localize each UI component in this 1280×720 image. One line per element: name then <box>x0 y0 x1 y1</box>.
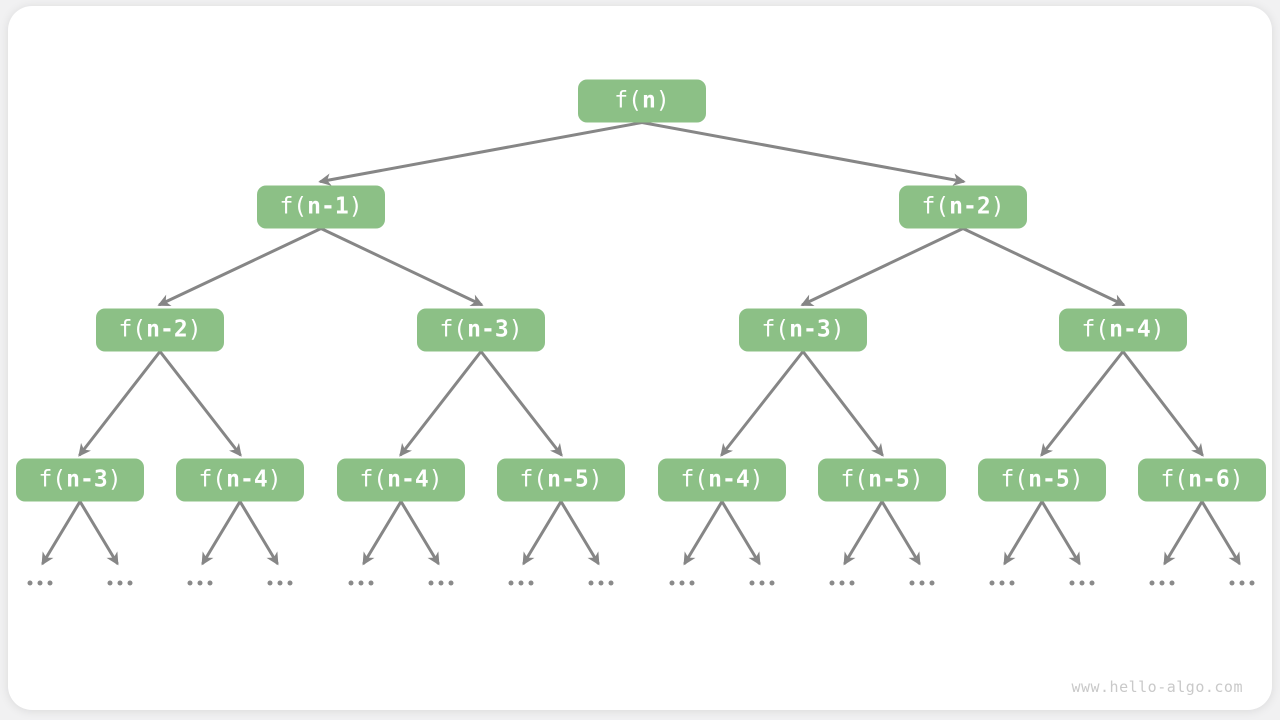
ellipsis-leaf <box>107 580 133 586</box>
tree-node-f(n-5): f(n-5) <box>818 458 946 502</box>
tree-node-f(n-4): f(n-4) <box>658 458 786 502</box>
ellipsis-leaf <box>508 580 534 586</box>
ellipsis-leaf <box>1069 580 1095 586</box>
ellipsis-leaf <box>267 580 293 586</box>
ellipsis-leaf <box>428 580 454 586</box>
watermark: www.hello-algo.com <box>1071 678 1243 696</box>
tree-node-f(n-5): f(n-5) <box>497 458 625 502</box>
ellipsis-leaf <box>187 580 213 586</box>
tree-node-f(n-4): f(n-4) <box>176 458 304 502</box>
tree-node-f(n-2): f(n-2) <box>899 185 1027 229</box>
tree-node-f(n-2): f(n-2) <box>96 308 224 352</box>
tree-node-f(n-1): f(n-1) <box>257 185 385 229</box>
ellipsis-leaf <box>909 580 935 586</box>
ellipsis-leaf <box>1149 580 1175 586</box>
ellipsis-leaf <box>348 580 374 586</box>
tree-node-f(n-3): f(n-3) <box>739 308 867 352</box>
ellipsis-leaf <box>27 580 53 586</box>
tree-node-f(n-6): f(n-6) <box>1138 458 1266 502</box>
tree-node-f(n-4): f(n-4) <box>1059 308 1187 352</box>
ellipsis-leaf <box>749 580 775 586</box>
ellipsis-leaf <box>588 580 614 586</box>
ellipsis-leaf <box>1229 580 1255 586</box>
tree-node-f(n-3): f(n-3) <box>417 308 545 352</box>
tree-node-f(n-3): f(n-3) <box>16 458 144 502</box>
tree-node-f(n-4): f(n-4) <box>337 458 465 502</box>
tree-node-f(n-5): f(n-5) <box>978 458 1106 502</box>
ellipsis-leaf <box>669 580 695 586</box>
tree-node-f(n): f(n) <box>578 79 706 123</box>
ellipsis-leaf <box>829 580 855 586</box>
ellipsis-leaf <box>989 580 1015 586</box>
